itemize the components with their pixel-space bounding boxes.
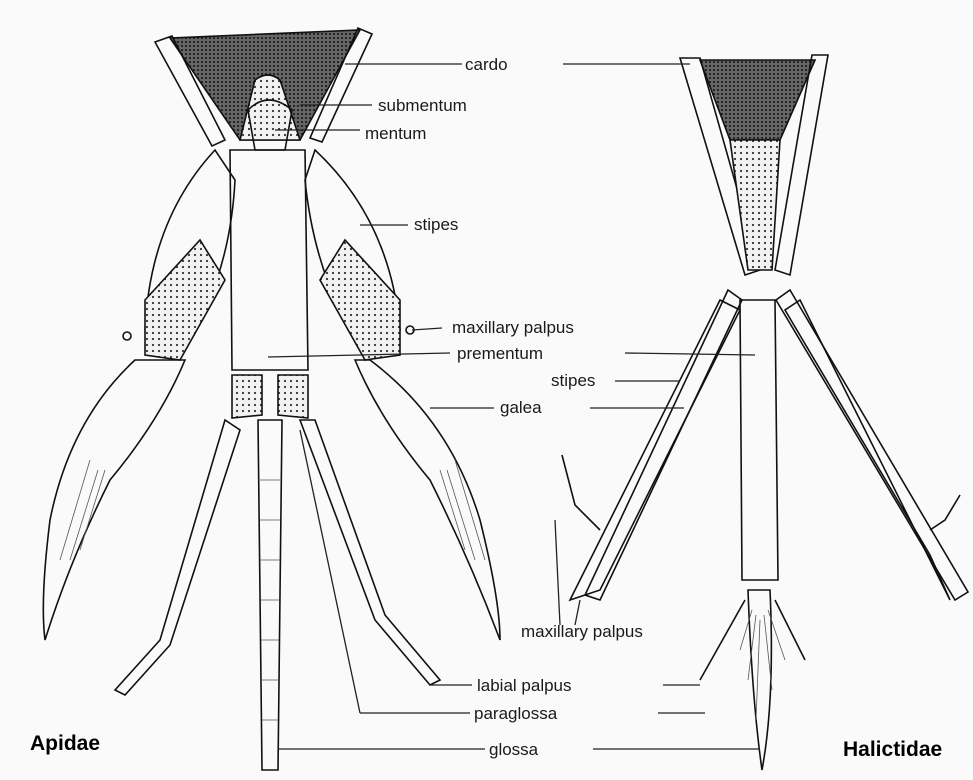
- label-stipes-mid: stipes: [551, 371, 595, 390]
- label-labial-palpus: labial palpus: [477, 676, 572, 695]
- label-maxillary-palpus-top: maxillary palpus: [452, 318, 574, 337]
- label-maxillary-palpus-bottom: maxillary palpus: [521, 622, 643, 641]
- label-paraglossa: paraglossa: [474, 704, 558, 723]
- label-prementum: prementum: [457, 344, 543, 363]
- family-label-halictidae: Halictidae: [843, 738, 942, 761]
- family-label-apidae: Apidae: [30, 732, 100, 755]
- apidae-paraglossa-right: [278, 375, 308, 418]
- label-cardo: cardo: [465, 55, 508, 74]
- label-mentum: mentum: [365, 124, 426, 143]
- apidae-paraglossa-left: [232, 375, 262, 418]
- label-galea: galea: [500, 398, 542, 417]
- label-submentum: submentum: [378, 96, 467, 115]
- label-glossa: glossa: [489, 740, 539, 759]
- label-stipes-top: stipes: [414, 215, 458, 234]
